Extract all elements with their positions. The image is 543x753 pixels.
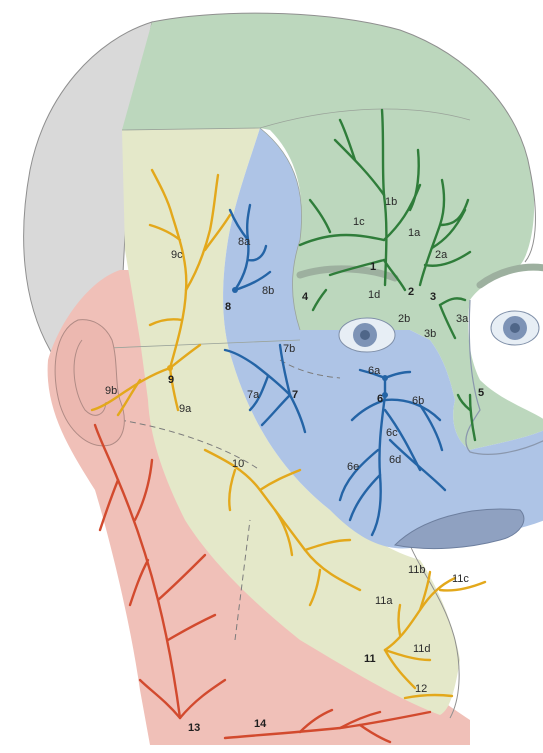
label-2a: 2a <box>435 249 448 261</box>
label-11c: 11c <box>452 573 469 585</box>
label-4: 4 <box>302 291 309 303</box>
label-8b: 8b <box>262 285 274 297</box>
label-3a: 3a <box>456 313 469 325</box>
label-6c: 6c <box>386 427 398 439</box>
label-5: 5 <box>478 387 484 399</box>
label-9a: 9a <box>179 403 192 415</box>
label-7b: 7b <box>283 343 295 355</box>
label-7a: 7a <box>247 389 260 401</box>
label-1a: 1a <box>408 227 421 239</box>
label-11b: 11b <box>408 564 426 576</box>
label-8a: 8a <box>238 236 251 248</box>
nerve-origin-dot <box>232 287 238 293</box>
label-9: 9 <box>168 374 174 386</box>
pupil-left <box>360 330 370 340</box>
nerve-origin-dot <box>167 365 173 371</box>
label-6e: 6e <box>347 461 359 473</box>
label-3b: 3b <box>424 328 436 340</box>
label-12: 12 <box>415 683 427 695</box>
label-9b: 9b <box>105 385 117 397</box>
label-1: 1 <box>370 261 376 273</box>
label-10: 10 <box>232 458 244 470</box>
label-3: 3 <box>430 291 436 303</box>
label-7: 7 <box>292 389 298 401</box>
label-11a: 11a <box>375 595 393 607</box>
label-2b: 2b <box>398 313 410 325</box>
pupil-right <box>510 323 520 333</box>
label-1b: 1b <box>385 196 397 208</box>
label-8: 8 <box>225 301 231 313</box>
nerve-origin-dot <box>382 375 388 381</box>
label-2: 2 <box>408 286 414 298</box>
label-14: 14 <box>254 718 267 730</box>
label-9c: 9c <box>171 249 183 261</box>
label-6d: 6d <box>389 454 401 466</box>
label-1c: 1c <box>353 216 365 228</box>
label-1d: 1d <box>368 289 380 301</box>
label-6b: 6b <box>412 395 424 407</box>
label-11d: 11d <box>413 643 431 655</box>
label-11: 11 <box>364 653 376 665</box>
label-6: 6 <box>377 393 383 405</box>
label-13: 13 <box>188 722 200 734</box>
label-6a: 6a <box>368 365 381 377</box>
